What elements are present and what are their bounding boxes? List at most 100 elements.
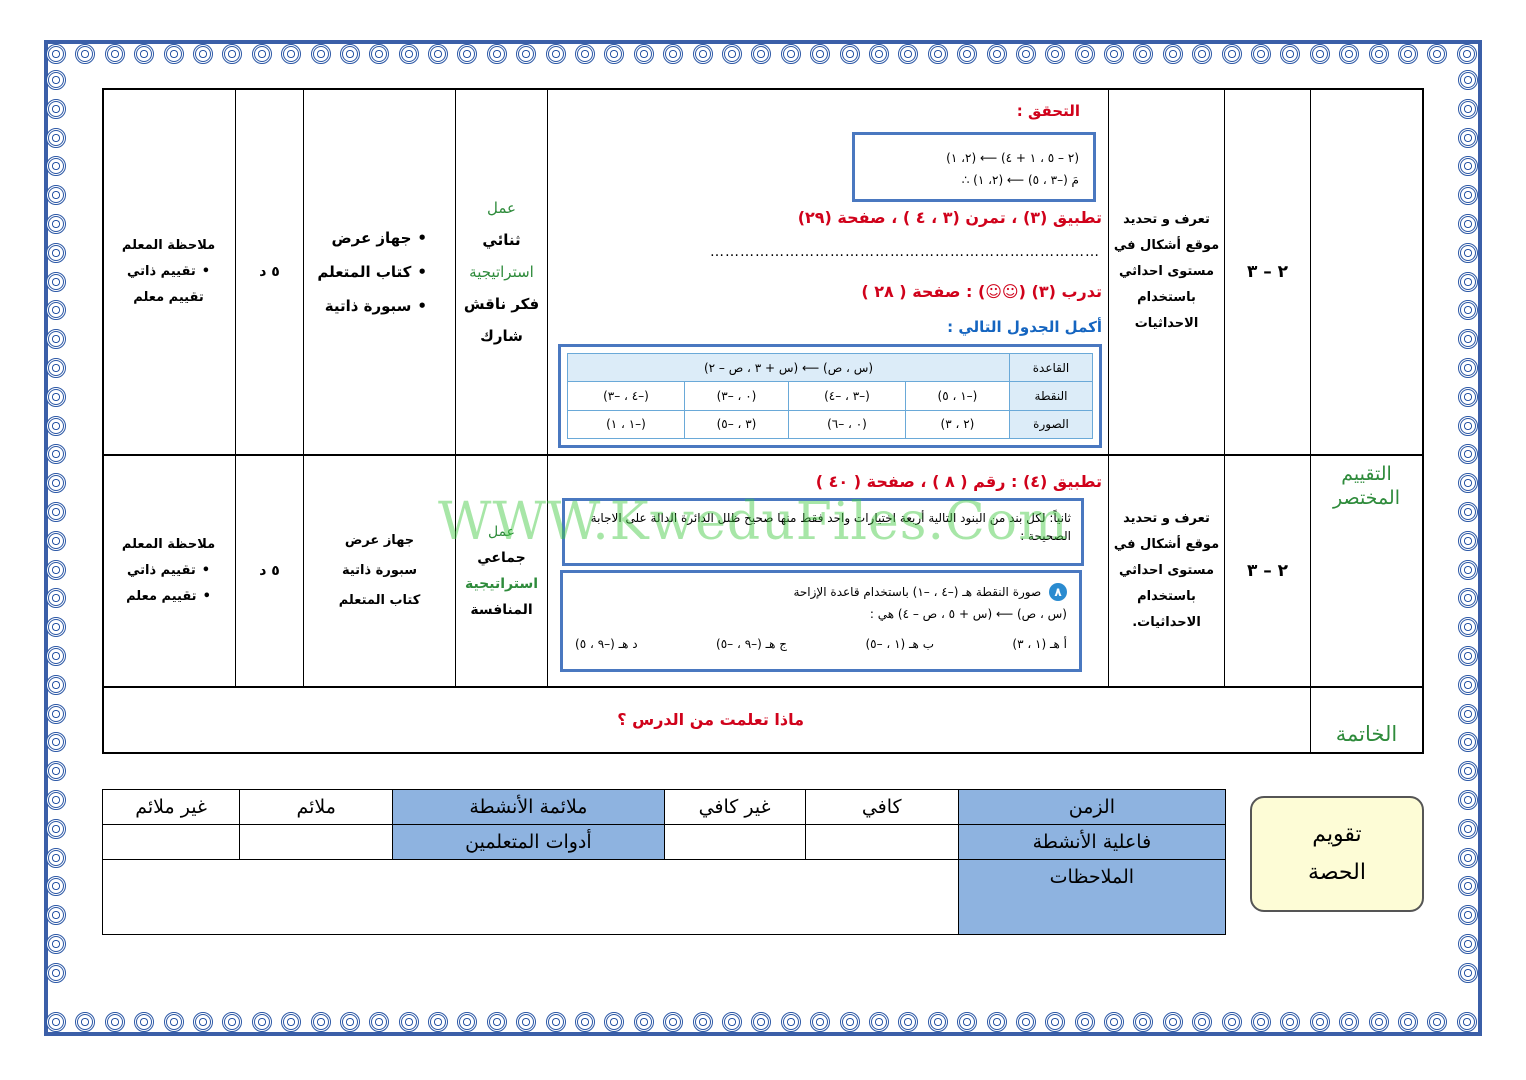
ring-ornament	[1251, 44, 1272, 64]
ring-ornament	[868, 1012, 889, 1032]
ring-ornament	[1458, 559, 1478, 580]
strategy-line: استراتيجية	[469, 263, 534, 281]
evaluation-table: الزمن كافي غير كافي ملائمة الأنشطة ملائم…	[101, 789, 1227, 935]
ring-ornament	[192, 1012, 213, 1032]
ring-ornament	[751, 1012, 772, 1032]
ring-ornament	[1221, 1012, 1242, 1032]
strategy-line: عمل	[487, 524, 516, 540]
ring-ornament	[46, 789, 66, 810]
ring-ornament	[369, 1012, 390, 1032]
ring-ornament	[251, 1012, 272, 1032]
ring-ornament	[780, 1012, 801, 1032]
section-cell: الخاتمة	[1310, 688, 1422, 752]
ring-ornament	[46, 213, 66, 234]
time-value: ٥ د	[259, 563, 280, 579]
ring-ornament	[46, 386, 66, 407]
train-line: تدرب (٣) (☺☺) : صفحة ( ٢٨ )	[861, 282, 1102, 301]
point-label: النقطة	[1009, 381, 1093, 411]
ring-ornament	[927, 44, 948, 64]
ring-ornament	[46, 559, 66, 580]
ring-ornament	[163, 1012, 184, 1032]
ring-ornament	[780, 44, 801, 64]
strategy-cell: عمل جماعي استراتيجية المنافسة	[455, 456, 547, 686]
point-value: (٠ ، –٣)	[683, 381, 790, 411]
ring-ornament	[1458, 329, 1478, 350]
ring-ornament	[1309, 44, 1330, 64]
ring-ornament	[1045, 1012, 1066, 1032]
answer-option[interactable]: د هـ (–٩ ، ٥)	[575, 637, 638, 651]
ring-ornament	[1458, 789, 1478, 810]
lesson-table: ٢ – ٣ تعرف و تحديد موقع أشكال في مستوى ا…	[102, 88, 1424, 754]
ring-ornament	[428, 1012, 449, 1032]
suitability-label: ملائمة الأنشطة	[392, 789, 665, 825]
ring-ornament	[46, 44, 66, 64]
ring-ornament	[545, 1012, 566, 1032]
objective-line: موقع أشكال في	[1113, 537, 1220, 552]
effectiveness-sufficient-cell[interactable]	[804, 824, 959, 860]
ref-cell: ٢ – ٣	[1224, 90, 1310, 454]
ring-ornament	[1458, 732, 1478, 753]
ring-ornament	[486, 44, 507, 64]
lesson-row-check: ٢ – ٣ تعرف و تحديد موقع أشكال في مستوى ا…	[104, 90, 1422, 456]
rule-label: القاعدة	[1009, 352, 1093, 383]
assessment-line: ملاحظة المعلم	[121, 537, 216, 552]
tools-suitable-cell[interactable]	[239, 824, 394, 860]
ring-ornament	[1458, 501, 1478, 522]
ring-ornament	[1458, 761, 1478, 782]
answer-option[interactable]: أ هـ (١ ، ٣)	[1012, 637, 1067, 651]
ring-ornament	[1458, 962, 1478, 983]
assessment-cell: ملاحظة المعلم تقييم ذاتي تقييم معلم	[102, 90, 235, 454]
unsuitable-option[interactable]: غير ملائم	[101, 789, 241, 825]
ring-ornament	[46, 156, 66, 177]
ring-ornament	[604, 1012, 625, 1032]
sufficient-option[interactable]: كافي	[804, 789, 959, 825]
ring-ornament	[46, 876, 66, 897]
ring-ornament	[281, 1012, 302, 1032]
ring-ornament	[1458, 847, 1478, 868]
ring-ornament	[516, 1012, 537, 1032]
ring-ornament	[1015, 44, 1036, 64]
effectiveness-insufficient-cell[interactable]	[663, 824, 806, 860]
assessment-line: ملاحظة المعلم	[121, 238, 216, 253]
rule-value: (س ، ص) ⟵ (س + ٣ ، ص – ٢)	[567, 352, 1010, 383]
time-cell: ٥ د	[235, 456, 303, 686]
ring-ornament	[46, 818, 66, 839]
ring-ornament	[1458, 127, 1478, 148]
ring-ornament	[957, 44, 978, 64]
resource-item: كتاب المتعلم	[338, 593, 421, 608]
ring-ornament	[1427, 1012, 1448, 1032]
ring-ornament	[222, 44, 243, 64]
ring-ornament	[46, 242, 66, 263]
ring-ornament	[927, 1012, 948, 1032]
ring-ornament	[1458, 98, 1478, 119]
objective-line: مستوى احداثي	[1119, 563, 1214, 578]
ring-ornament	[104, 44, 125, 64]
ring-ornament	[1458, 617, 1478, 638]
ring-ornament	[46, 1012, 66, 1032]
ring-ornament	[369, 44, 390, 64]
watermark: WWW.KweduFiles.Com	[438, 492, 1069, 552]
insufficient-option[interactable]: غير كافي	[663, 789, 806, 825]
suitable-option[interactable]: ملائم	[239, 789, 394, 825]
assessment-cell: ملاحظة المعلم تقييم ذاتي تقييم معلم	[102, 456, 235, 686]
ring-ornament	[339, 1012, 360, 1032]
tools-label: أدوات المتعلمين	[392, 824, 665, 860]
ref-cell: ٢ – ٣	[1224, 456, 1310, 686]
ring-ornament	[1458, 588, 1478, 609]
ring-ornament	[1397, 1012, 1418, 1032]
resource-item: سبورة ذاتية	[341, 563, 418, 578]
tools-unsuitable-cell[interactable]	[101, 824, 241, 860]
lesson-ref: ٢ – ٣	[1246, 262, 1289, 282]
notes-field[interactable]	[102, 859, 959, 935]
ring-ornament	[1458, 386, 1478, 407]
answer-option[interactable]: ج هـ (–٩ ، –٥)	[716, 637, 788, 651]
objective-line: تعرف و تحديد	[1123, 212, 1210, 227]
assessment-line: تقييم ذاتي	[127, 558, 210, 584]
ring-ornament	[1251, 1012, 1272, 1032]
answer-option[interactable]: ب هـ (١ ، –٥)	[865, 637, 934, 651]
objective-line: مستوى احداثي	[1119, 264, 1214, 279]
ring-ornament	[46, 357, 66, 378]
badge-line: تقويم	[1312, 822, 1362, 847]
ring-ornament	[46, 761, 66, 782]
ring-ornament	[75, 1012, 96, 1032]
